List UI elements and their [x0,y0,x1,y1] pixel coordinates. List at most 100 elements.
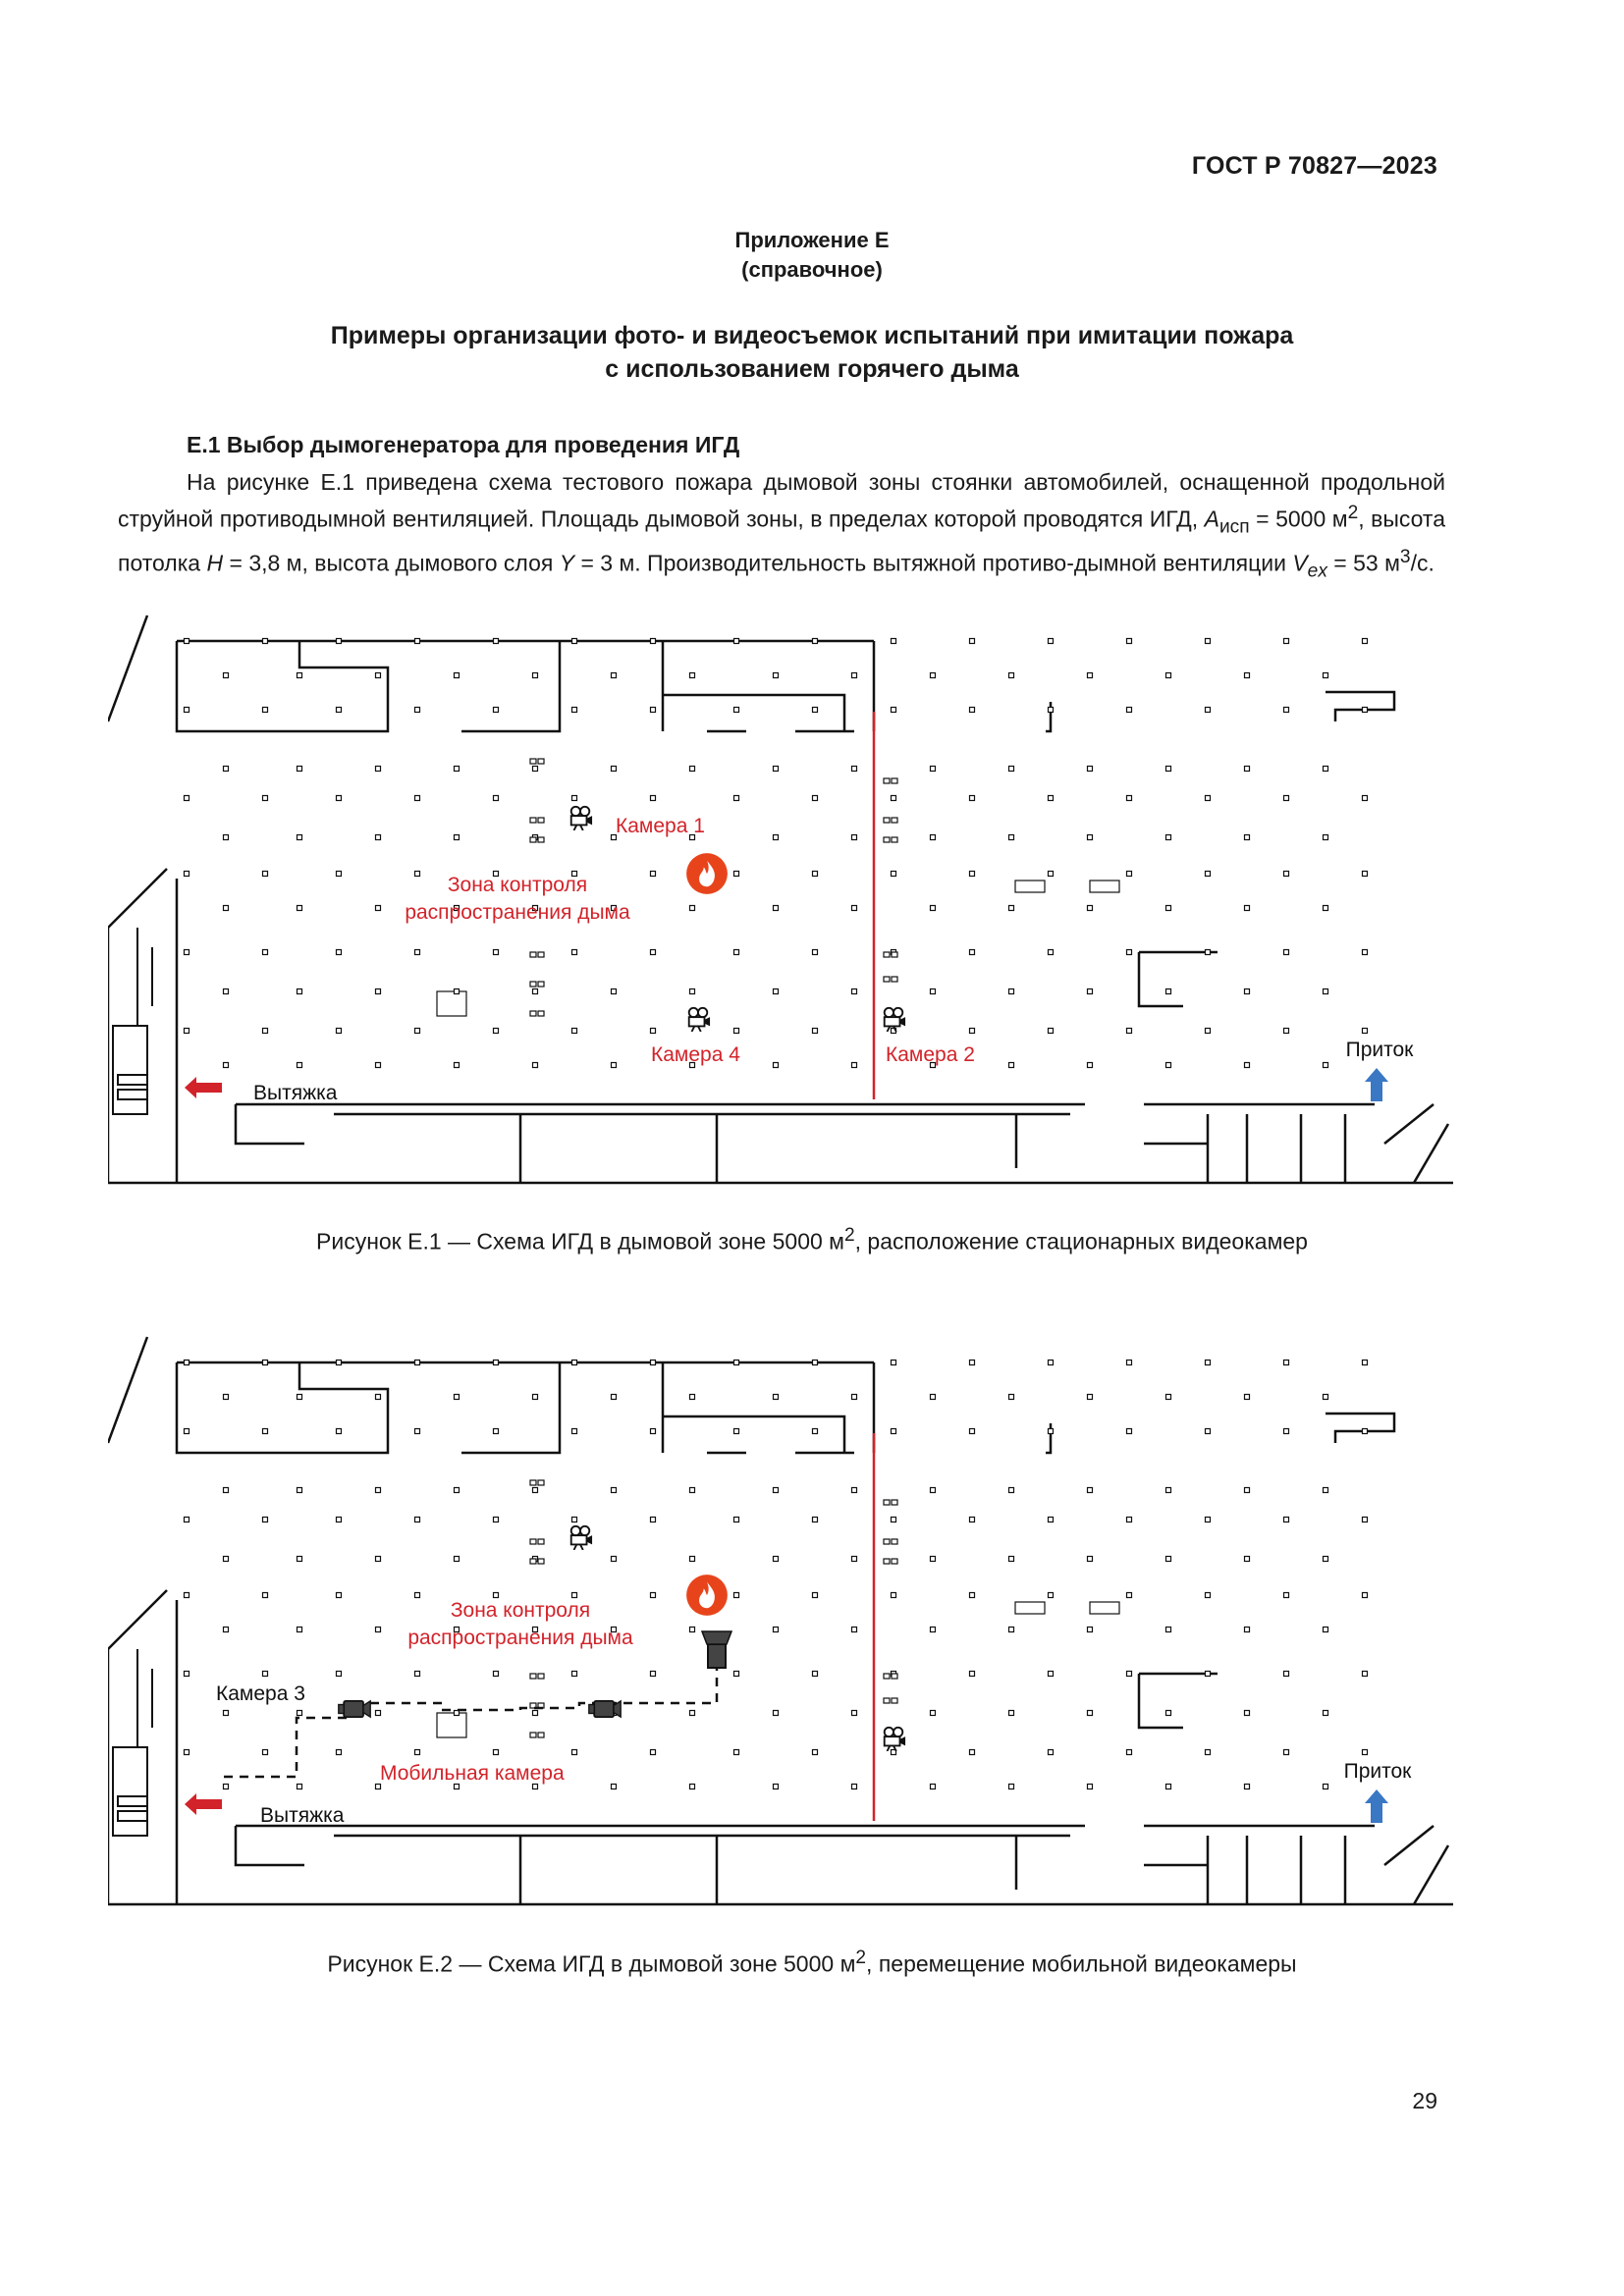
column-marker [890,1359,897,1366]
column-marker [570,948,578,956]
column-marker [929,1061,937,1069]
column-marker [1361,1516,1369,1523]
column-marker [296,1783,303,1790]
column-marker [183,794,190,802]
column-marker [413,637,421,645]
column-marker [732,1516,740,1523]
column-marker [570,706,578,714]
column-marker [570,1670,578,1678]
column-marker [531,671,539,679]
column-marker [1125,948,1133,956]
column-marker [929,1709,937,1717]
column-marker [1164,1486,1172,1494]
column-marker [1322,988,1329,995]
fig2-exhaust-arrow-icon [185,1793,222,1815]
column-pair-marker [529,1010,537,1017]
column-pair-marker [537,817,545,824]
column-marker [850,988,858,995]
column-marker [968,706,976,714]
column-marker [1282,1591,1290,1599]
column-marker [890,870,897,878]
appendix-subtitle: (справочное) [741,257,883,282]
column-marker [1322,671,1329,679]
column-pair-marker [529,1538,537,1545]
column-pair-marker [891,976,898,983]
column-marker [1322,904,1329,912]
column-marker [890,1748,897,1756]
column-marker [1047,1748,1055,1756]
column-marker [335,870,343,878]
column-marker [688,1061,696,1069]
column-marker [732,948,740,956]
column-marker [1282,1027,1290,1035]
column-marker [413,1591,421,1599]
column-marker [1204,794,1212,802]
column-marker [1361,1748,1369,1756]
column-marker [222,1783,230,1790]
column-marker [183,870,190,878]
column-marker [1047,637,1055,645]
figure2-floor-plan: Зона контроля распространения дыма Камер… [108,1336,1453,1906]
column-marker [811,1516,819,1523]
column-marker [610,765,618,773]
column-marker [570,1516,578,1523]
fig1-walls [108,614,1453,1185]
column-marker [1125,1516,1133,1523]
column-marker [296,765,303,773]
column-marker [688,671,696,679]
column-marker [335,1516,343,1523]
column-marker [1164,1626,1172,1633]
column-pair-marker [537,1558,545,1565]
column-marker [570,1427,578,1435]
column-marker [531,1061,539,1069]
column-marker [1125,706,1133,714]
column-marker [610,1393,618,1401]
column-marker [649,870,657,878]
column-marker [1047,706,1055,714]
column-marker [374,904,382,912]
column-marker [183,1670,190,1678]
column-marker [453,1555,460,1563]
column-marker [1164,988,1172,995]
column-marker [1204,706,1212,714]
column-marker [570,1591,578,1599]
column-marker [732,1591,740,1599]
column-marker [1243,988,1251,995]
appendix-title: Приложение Е [734,228,890,252]
column-marker [929,1555,937,1563]
column-marker [968,1516,976,1523]
column-marker [1204,1427,1212,1435]
column-marker [335,1670,343,1678]
column-marker [183,1027,190,1035]
column-marker [968,870,976,878]
column-marker [929,988,937,995]
column-marker [688,1486,696,1494]
column-pair-marker [891,1558,898,1565]
column-marker [649,948,657,956]
column-marker [413,1748,421,1756]
column-marker [531,988,539,995]
column-marker [1125,870,1133,878]
column-marker [492,870,500,878]
column-marker [1164,765,1172,773]
column-marker [1164,904,1172,912]
column-marker [531,1626,539,1633]
fig2-label-mobile-camera: Мобильная камера [380,1762,565,1785]
column-marker [811,794,819,802]
column-marker [374,1626,382,1633]
column-marker [649,1748,657,1756]
column-marker [492,1427,500,1435]
fig2-label-camera3: Камера 3 [216,1682,305,1705]
column-marker [453,765,460,773]
column-marker [688,1783,696,1790]
column-marker [688,988,696,995]
column-marker [222,1555,230,1563]
column-marker [811,1359,819,1366]
column-marker [1047,870,1055,878]
column-marker [1007,765,1015,773]
column-marker [1086,671,1094,679]
column-marker [732,1748,740,1756]
fig2-mobile-camera-fire-icon [700,1630,733,1669]
column-marker [1361,1027,1369,1035]
column-marker [610,904,618,912]
